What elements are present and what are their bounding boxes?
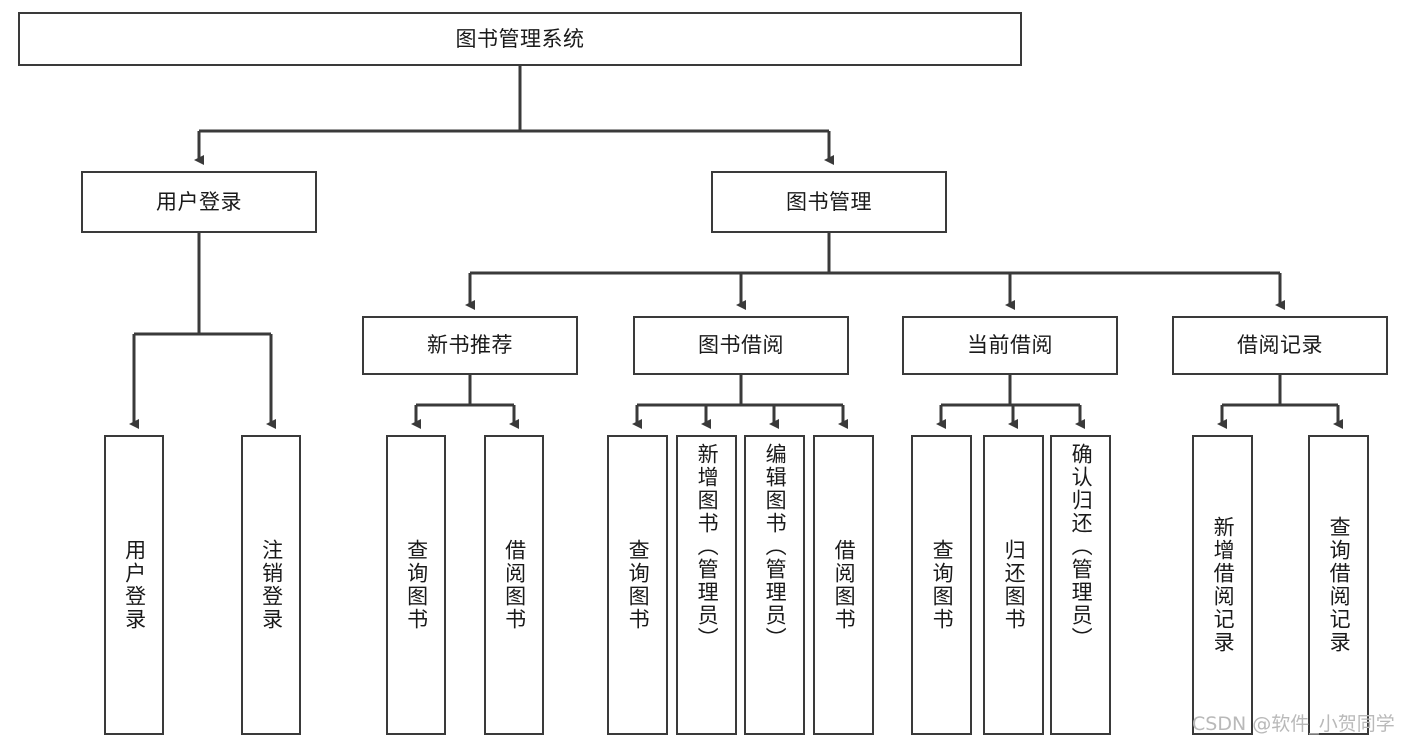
node-leaf-borrow-book-2-label: 借阅图书 — [832, 539, 857, 631]
node-leaf-edit-book-admin[interactable]: 编辑图书（管理员） — [744, 435, 805, 735]
node-leaf-logout-login[interactable]: 注销登录 — [241, 435, 301, 735]
node-leaf-query-book-2[interactable]: 查询图书 — [607, 435, 668, 735]
node-current-borrow-label: 当前借阅 — [967, 333, 1053, 358]
node-leaf-borrow-book-2[interactable]: 借阅图书 — [813, 435, 874, 735]
node-user-login[interactable]: 用户登录 — [81, 171, 317, 233]
node-current-borrow[interactable]: 当前借阅 — [902, 316, 1118, 375]
node-book-manage[interactable]: 图书管理 — [711, 171, 947, 233]
node-leaf-query-borrow-record[interactable]: 查询借阅记录 — [1308, 435, 1369, 735]
edge-group-user-login — [129, 233, 276, 429]
node-book-manage-label: 图书管理 — [786, 189, 872, 214]
edge-group-current-borrow — [936, 375, 1085, 429]
node-leaf-user-login-label: 用户登录 — [122, 539, 147, 631]
node-leaf-query-book-3[interactable]: 查询图书 — [911, 435, 972, 735]
node-user-login-label: 用户登录 — [156, 189, 242, 214]
node-leaf-add-borrow-record[interactable]: 新增借阅记录 — [1192, 435, 1253, 735]
node-leaf-confirm-return-admin[interactable]: 确认归还（管理员） — [1050, 435, 1111, 735]
node-borrow-record[interactable]: 借阅记录 — [1172, 316, 1388, 375]
node-leaf-return-book[interactable]: 归还图书 — [983, 435, 1044, 735]
node-leaf-query-borrow-record-label: 查询借阅记录 — [1327, 516, 1352, 654]
node-leaf-query-book-1[interactable]: 查询图书 — [386, 435, 446, 735]
node-book-borrow-label: 图书借阅 — [698, 333, 784, 358]
edge-group-book-borrow — [632, 375, 848, 429]
node-new-book-recommend[interactable]: 新书推荐 — [362, 316, 578, 375]
edge-group-root — [194, 66, 834, 165]
node-leaf-confirm-return-admin-label: 确认归还（管理员） — [1069, 443, 1094, 650]
node-root[interactable]: 图书管理系统 — [18, 12, 1022, 66]
node-new-book-recommend-label: 新书推荐 — [427, 333, 513, 358]
node-leaf-add-book-admin[interactable]: 新增图书（管理员） — [676, 435, 737, 735]
node-leaf-borrow-book-1-label: 借阅图书 — [502, 539, 527, 631]
node-root-label: 图书管理系统 — [455, 26, 585, 51]
node-leaf-user-login[interactable]: 用户登录 — [104, 435, 164, 735]
node-leaf-return-book-label: 归还图书 — [1002, 539, 1027, 631]
node-leaf-add-book-admin-label: 新增图书（管理员） — [695, 443, 720, 650]
node-borrow-record-label: 借阅记录 — [1237, 333, 1323, 358]
node-leaf-edit-book-admin-label: 编辑图书（管理员） — [763, 443, 788, 650]
edge-group-new-book-recommend — [411, 375, 519, 429]
edge-group-book-manage — [465, 233, 1285, 310]
node-leaf-query-book-3-label: 查询图书 — [930, 539, 955, 631]
node-leaf-query-book-2-label: 查询图书 — [626, 539, 651, 631]
node-book-borrow[interactable]: 图书借阅 — [633, 316, 849, 375]
edge-group-borrow-record — [1217, 375, 1343, 429]
node-leaf-borrow-book-1[interactable]: 借阅图书 — [484, 435, 544, 735]
node-leaf-query-book-1-label: 查询图书 — [404, 539, 429, 631]
node-leaf-logout-login-label: 注销登录 — [259, 539, 284, 631]
node-leaf-add-borrow-record-label: 新增借阅记录 — [1211, 516, 1236, 654]
